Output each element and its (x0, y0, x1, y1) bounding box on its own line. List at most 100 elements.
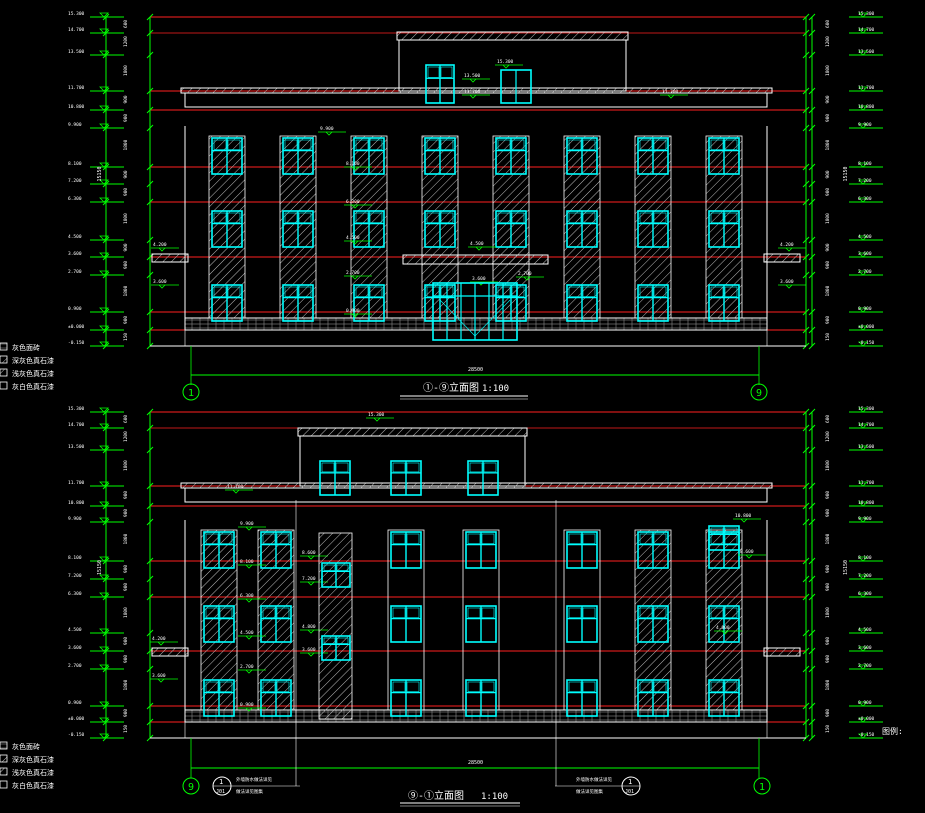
dimension-tick (102, 29, 110, 37)
tag-symbol (502, 64, 510, 69)
dimension-tick (146, 271, 154, 279)
window (260, 531, 292, 569)
dimension-label: 900 (123, 243, 129, 251)
level-symbol (858, 517, 868, 523)
window (708, 605, 740, 643)
window-pane (469, 462, 483, 473)
window-pane (355, 139, 369, 150)
dimension-tick (102, 106, 110, 114)
window-pane (427, 66, 440, 78)
level-symbol (99, 252, 109, 258)
dimension-tick (146, 718, 154, 726)
window (637, 605, 669, 643)
dimension-tick (808, 424, 816, 432)
level-symbol (99, 646, 109, 652)
dimension-label: 900 (825, 95, 831, 103)
level-symbol (99, 423, 109, 429)
window-pane (582, 286, 596, 297)
level-symbol (99, 341, 109, 347)
window-bay (200, 529, 238, 717)
side-canopy-left (151, 253, 189, 263)
tag-symbol (373, 417, 381, 422)
callout-sheet: J01 (625, 789, 634, 795)
dimension-label: 900 (825, 316, 831, 324)
legend-swatch (0, 767, 8, 776)
dimension-label: 900 (825, 261, 831, 269)
window-bay (563, 529, 601, 717)
dimension-tick (802, 253, 810, 261)
total-height-label: 15150 (843, 560, 849, 575)
level-label: 13.500 (858, 444, 875, 450)
dimension-tick (808, 702, 816, 710)
window (319, 460, 351, 496)
legend-item: 深灰色真石漆 (12, 356, 54, 365)
window-bay (563, 135, 601, 322)
dimension-tick (102, 446, 110, 454)
dimension-label: 600 (123, 415, 129, 423)
window (424, 284, 456, 322)
window-pane (213, 139, 227, 150)
tag-label: 0.900 (240, 702, 254, 708)
window (211, 137, 243, 175)
level-label: 9.900 (858, 122, 872, 128)
window-pane (426, 139, 440, 150)
level-symbol (99, 123, 109, 129)
window-pane (227, 286, 241, 297)
window-pane (639, 681, 653, 692)
window-pane (653, 286, 667, 297)
dimension-tick (802, 124, 810, 132)
window-bay (634, 135, 672, 322)
tag-symbol (245, 635, 253, 640)
dimension-label: 1800 (825, 533, 831, 544)
dimension-tick (808, 198, 816, 206)
level-label: 14.700 (858, 422, 875, 428)
tag-symbol (245, 669, 253, 674)
level-label: 14.700 (68, 27, 85, 33)
roof-fascia (184, 92, 768, 108)
level-label: 7.200 (68, 573, 82, 579)
tag-symbol (351, 275, 359, 280)
window-pane (568, 286, 582, 297)
level-label: 13.500 (68, 49, 85, 55)
window (566, 137, 598, 175)
window (495, 137, 527, 175)
dimension-label: 900 (825, 243, 831, 251)
window-pane (298, 212, 312, 223)
window-pane (392, 533, 406, 544)
window-pane (710, 286, 724, 297)
level-symbol (858, 252, 868, 258)
window (282, 284, 314, 322)
dimension-label: 1200 (825, 36, 831, 47)
tag-symbol (158, 284, 166, 289)
dimension-tick (802, 163, 810, 171)
axis-label: 1 (759, 782, 765, 793)
level-symbol (99, 574, 109, 580)
dimension-tick (146, 518, 154, 526)
level-label: 15.300 (68, 406, 85, 412)
tag-label: 2.700 (240, 664, 254, 670)
level-label: 7.200 (68, 178, 82, 184)
level-symbol (99, 270, 109, 276)
level-symbol (858, 646, 868, 652)
tag-symbol (667, 94, 675, 99)
dimension-tick (808, 326, 816, 334)
dimension-label: 600 (825, 20, 831, 28)
window (211, 284, 243, 322)
window-pane (653, 681, 667, 692)
window-pane (355, 212, 369, 223)
dimension-label: 900 (123, 637, 129, 645)
dimension-tick (802, 647, 810, 655)
level-label: 15.300 (858, 11, 875, 17)
window (495, 210, 527, 248)
level-symbol (99, 307, 109, 313)
level-label: 11.700 (858, 480, 875, 486)
window-bay (462, 529, 500, 717)
dimension-tick (802, 198, 810, 206)
window-pane (298, 139, 312, 150)
dimension-tick (808, 446, 816, 454)
dimension-tick (102, 308, 110, 316)
tag-label: 3.600 (472, 276, 486, 282)
legend-item: 深灰色真石漆 (12, 755, 54, 764)
level-label: 11.700 (68, 480, 85, 486)
